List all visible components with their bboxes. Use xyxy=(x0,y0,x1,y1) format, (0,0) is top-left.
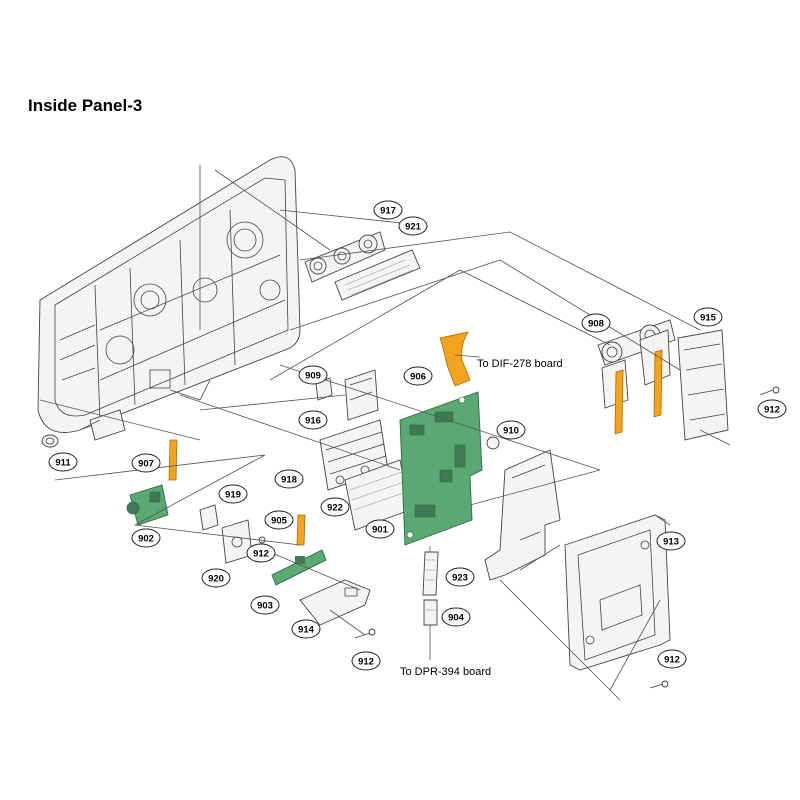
label-901: 901 xyxy=(372,525,389,536)
label-903: 903 xyxy=(257,601,273,612)
label-917: 917 xyxy=(380,206,396,217)
flex-cable-907 xyxy=(168,439,178,481)
label-912d: 912 xyxy=(664,655,680,666)
label-902: 902 xyxy=(138,534,154,545)
ribbon-cable-904 xyxy=(422,551,439,626)
label-912a: 912 xyxy=(764,405,780,416)
label-912c: 912 xyxy=(358,657,374,668)
label-916: 916 xyxy=(305,416,321,427)
label-904: 904 xyxy=(448,613,465,624)
part-919 xyxy=(199,504,219,531)
note-dpr-394: To DPR-394 board xyxy=(400,666,491,678)
bracket-923 xyxy=(484,449,561,581)
flex-cable-906 xyxy=(439,331,471,387)
label-923: 923 xyxy=(452,573,468,584)
label-920: 920 xyxy=(208,574,224,585)
jack-board-902 xyxy=(126,484,169,526)
main-board-901 xyxy=(399,391,483,546)
plate-921 xyxy=(334,249,421,301)
label-909: 909 xyxy=(305,371,321,382)
label-914: 914 xyxy=(298,625,315,636)
note-dif-278: To DIF-278 board xyxy=(477,358,563,370)
label-912b: 912 xyxy=(253,549,269,560)
label-907: 907 xyxy=(138,459,154,470)
part-labels: 917 921 908 915 912 906 909 916 910 911 … xyxy=(48,200,787,671)
switch-assembly-908 xyxy=(597,319,676,435)
label-911: 911 xyxy=(55,458,71,469)
assembly-lines xyxy=(39,165,731,701)
label-922: 922 xyxy=(327,503,343,514)
bracket-913 xyxy=(564,514,671,671)
label-906: 906 xyxy=(410,372,426,383)
label-921: 921 xyxy=(405,222,422,233)
bracket-915 xyxy=(677,329,729,441)
diagram-title: Inside Panel-3 xyxy=(28,96,143,115)
label-905: 905 xyxy=(271,516,288,527)
label-910: 910 xyxy=(503,426,519,437)
ring-911 xyxy=(41,434,59,448)
part-910 xyxy=(486,436,500,450)
label-918: 918 xyxy=(281,475,297,486)
panel-frame xyxy=(37,156,301,441)
bracket-914 xyxy=(299,579,371,626)
button-assembly-917 xyxy=(304,231,386,283)
label-908: 908 xyxy=(588,319,604,330)
board-903 xyxy=(271,549,327,586)
label-915: 915 xyxy=(700,313,717,324)
label-919: 919 xyxy=(225,490,241,501)
label-913: 913 xyxy=(663,537,679,548)
flex-cable-905 xyxy=(296,514,306,546)
shield-922 xyxy=(344,459,411,531)
